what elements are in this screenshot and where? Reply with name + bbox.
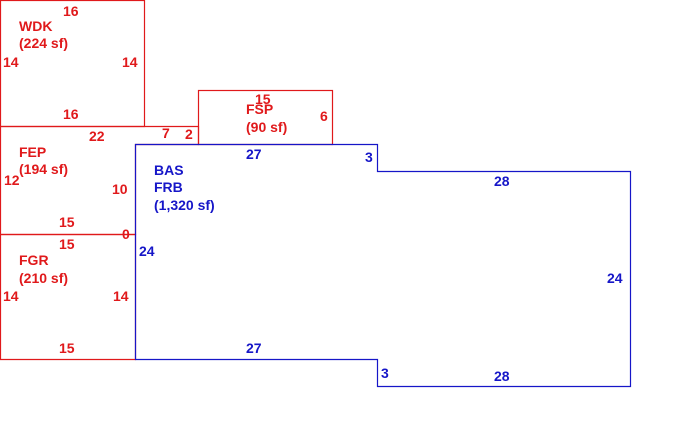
wdk-dim-top: 16 xyxy=(63,3,79,19)
fep-dim-right: 10 xyxy=(112,181,128,197)
bas-outline xyxy=(134,143,632,388)
fep-label: FEP xyxy=(19,144,46,160)
fgr-dim-zero: 0 xyxy=(122,226,130,242)
fep-dim-top: 22 xyxy=(89,128,105,144)
fep-dim-step2: 2 xyxy=(185,126,193,142)
fsp-area: (90 sf) xyxy=(246,119,287,135)
wdk-dim-bottom: 16 xyxy=(63,106,79,122)
fsp-dim-right: 6 xyxy=(320,108,328,124)
wdk-dim-right: 14 xyxy=(122,54,138,70)
bas-dim-bottom-right: 28 xyxy=(494,368,510,384)
fsp-dim-top: 15 xyxy=(255,91,271,107)
wdk-label: WDK xyxy=(19,18,52,34)
fgr-dim-top: 15 xyxy=(59,236,75,252)
wdk-area: (224 sf) xyxy=(19,35,68,51)
fsp-label: FSP xyxy=(246,101,273,117)
fgr-dim-right: 14 xyxy=(113,288,129,304)
bas-dim-right: 24 xyxy=(607,270,623,286)
bas-dim-bottom: 27 xyxy=(246,340,262,356)
bas-dim-step-bottom: 3 xyxy=(381,365,389,381)
bas-dim-step-top: 3 xyxy=(365,149,373,165)
fgr-area: (210 sf) xyxy=(19,270,68,286)
fep-area: (194 sf) xyxy=(19,161,68,177)
fgr-dim-left: 14 xyxy=(3,288,19,304)
fep-dim-left: 12 xyxy=(4,172,20,188)
fgr-dim-bottom: 15 xyxy=(59,340,75,356)
bas-label: BAS xyxy=(154,162,184,178)
bas-dim-top: 27 xyxy=(246,146,262,162)
fep-dim-step: 7 xyxy=(162,125,170,141)
fep-dim-bottom: 15 xyxy=(59,214,75,230)
fgr-label: FGR xyxy=(19,252,49,268)
wdk-dim-left: 14 xyxy=(3,54,19,70)
bas-dim-left: 24 xyxy=(139,243,155,259)
frb-label: FRB xyxy=(154,179,183,195)
bas-dim-top-right: 28 xyxy=(494,173,510,189)
bas-area: (1,320 sf) xyxy=(154,197,215,213)
